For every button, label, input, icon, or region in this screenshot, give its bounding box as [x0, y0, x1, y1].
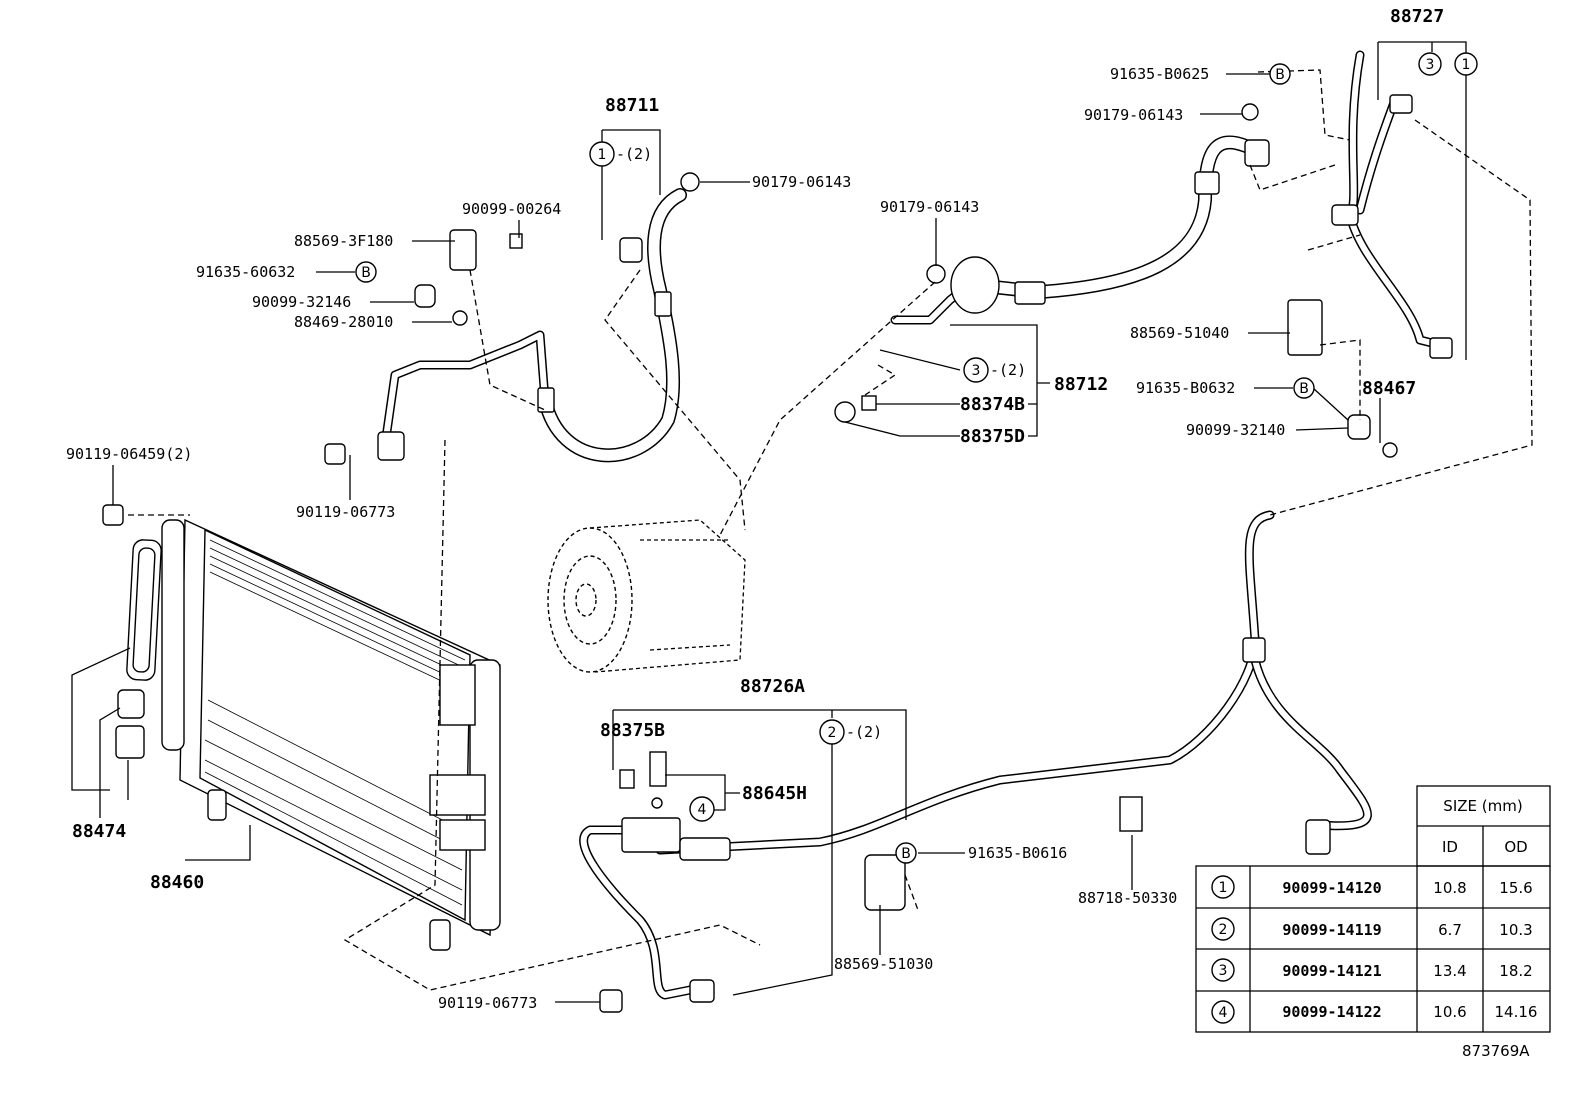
svg-text:2: 2 [828, 725, 837, 741]
discharge-hose-88711 [377, 188, 687, 463]
diagram-id: 873769A [1462, 1042, 1530, 1060]
label-90179-06143-mid: 90179-06143 [880, 198, 979, 216]
callout-1-top: 1 [1454, 52, 1478, 76]
callout-4-88645H: 4 [689, 796, 715, 822]
svg-text:10.8: 10.8 [1433, 879, 1466, 897]
svg-text:6.7: 6.7 [1438, 921, 1462, 939]
label-88718-50330: 88718-50330 [1078, 889, 1177, 907]
callout-3-88712: 3 -(2) [963, 357, 1026, 383]
svg-text:1: 1 [598, 147, 607, 163]
svg-text:4: 4 [698, 802, 707, 818]
svg-text:B: B [1299, 381, 1309, 397]
svg-text:10.6: 10.6 [1433, 1003, 1466, 1021]
svg-text:B: B [901, 846, 911, 862]
o-ring-size-table: SIZE (mm) ID OD 1 90099-14120 10.8 15.6 … [1195, 785, 1551, 1033]
table-row: 3 90099-14121 13.4 18.2 [1211, 958, 1533, 982]
svg-text:2: 2 [1219, 922, 1228, 938]
label-90099-32140: 90099-32140 [1186, 421, 1285, 439]
table-row: 4 90099-14122 10.6 14.16 [1211, 1000, 1538, 1024]
svg-text:90099-14119: 90099-14119 [1282, 921, 1381, 939]
label-90099-32146: 90099-32146 [252, 293, 351, 311]
table-row: 1 90099-14120 10.8 15.6 [1211, 875, 1533, 899]
svg-text:B: B [1275, 67, 1285, 83]
svg-text:13.4: 13.4 [1433, 962, 1466, 980]
svg-text:B: B [361, 265, 371, 281]
svg-text:90099-14120: 90099-14120 [1282, 879, 1381, 897]
label-91635-B0616: 91635-B0616 [968, 844, 1067, 862]
label-88569-51030: 88569-51030 [834, 955, 933, 973]
label-88474: 88474 [72, 821, 126, 842]
svg-text:3: 3 [1426, 57, 1435, 73]
callout-circles: 3 1 B 1 -(2) B 3 -(2) B 2 [355, 52, 1478, 864]
qty-88711: -(2) [616, 145, 652, 163]
callout-3-top: 3 [1418, 52, 1442, 76]
svg-text:4: 4 [1219, 1005, 1228, 1021]
svg-text:90099-14121: 90099-14121 [1282, 962, 1381, 980]
label-88569-3F180: 88569-3F180 [294, 232, 393, 250]
label-88469-28010: 88469-28010 [294, 313, 393, 331]
svg-text:10.3: 10.3 [1499, 921, 1532, 939]
label-90099-00264: 90099-00264 [462, 200, 561, 218]
label-88467: 88467 [1362, 378, 1416, 399]
label-91635-B0625: 91635-B0625 [1110, 65, 1209, 83]
svg-text:1: 1 [1462, 57, 1471, 73]
label-88712: 88712 [1054, 374, 1108, 395]
label-90119-06773-lower: 90119-06773 [438, 994, 537, 1012]
assembly-dashed-lines [128, 69, 1533, 991]
condenser-88460 [161, 518, 501, 951]
table-row: 2 90099-14119 6.7 10.3 [1211, 917, 1533, 941]
svg-text:3: 3 [972, 363, 981, 379]
part-number-labels: 88727 91635-B0625 90179-06143 88711 9017… [66, 6, 1444, 1012]
label-88569-51040: 88569-51040 [1130, 324, 1229, 342]
callout-B-91635-B0625: B [1269, 63, 1291, 85]
callout-B-91635-B0632: B [1293, 377, 1315, 399]
callout-B-91635-B0616: B [895, 842, 917, 864]
svg-text:1: 1 [1219, 880, 1228, 896]
label-91635-60632: 91635-60632 [196, 263, 295, 281]
label-88375B: 88375B [600, 720, 665, 741]
svg-text:90099-14122: 90099-14122 [1282, 1003, 1381, 1021]
label-88711: 88711 [605, 95, 659, 116]
callout-1-88711: 1 -(2) [589, 141, 652, 167]
qty-88726A: -(2) [846, 723, 882, 741]
label-88727: 88727 [1390, 6, 1444, 27]
callout-2-88726A: 2 -(2) [819, 719, 882, 745]
label-88460: 88460 [150, 872, 204, 893]
compressor [547, 519, 746, 673]
callout-B-91635-60632: B [355, 261, 377, 283]
label-88375D: 88375D [960, 426, 1025, 447]
table-col-od: OD [1504, 838, 1527, 856]
condenser-fins [204, 539, 466, 906]
table-header-size: SIZE (mm) [1443, 797, 1522, 815]
label-88374B: 88374B [960, 394, 1025, 415]
svg-text:14.16: 14.16 [1495, 1003, 1538, 1021]
svg-text:3: 3 [1219, 963, 1228, 979]
label-90179-06143-top: 90179-06143 [1084, 106, 1183, 124]
label-leader-lines [99, 41, 1467, 1003]
suction-hose-88712 [890, 135, 1270, 325]
label-90119-06459: 90119-06459(2) [66, 445, 192, 463]
label-91635-B0632: 91635-B0632 [1136, 379, 1235, 397]
small-hardware [102, 103, 1398, 1013]
suction-tube-88727 [1287, 50, 1453, 359]
label-88645H: 88645H [742, 783, 807, 804]
qty-88712: -(2) [990, 361, 1026, 379]
label-90179-06143-hose: 90179-06143 [752, 173, 851, 191]
table-col-id: ID [1442, 838, 1458, 856]
svg-text:18.2: 18.2 [1499, 962, 1532, 980]
svg-text:15.6: 15.6 [1499, 879, 1532, 897]
label-90119-06773-upper: 90119-06773 [296, 503, 395, 521]
label-88726A: 88726A [740, 676, 805, 697]
liquid-tube-88726A [579, 510, 1372, 1003]
receiver-dryer-parts-88474 [71, 539, 162, 800]
